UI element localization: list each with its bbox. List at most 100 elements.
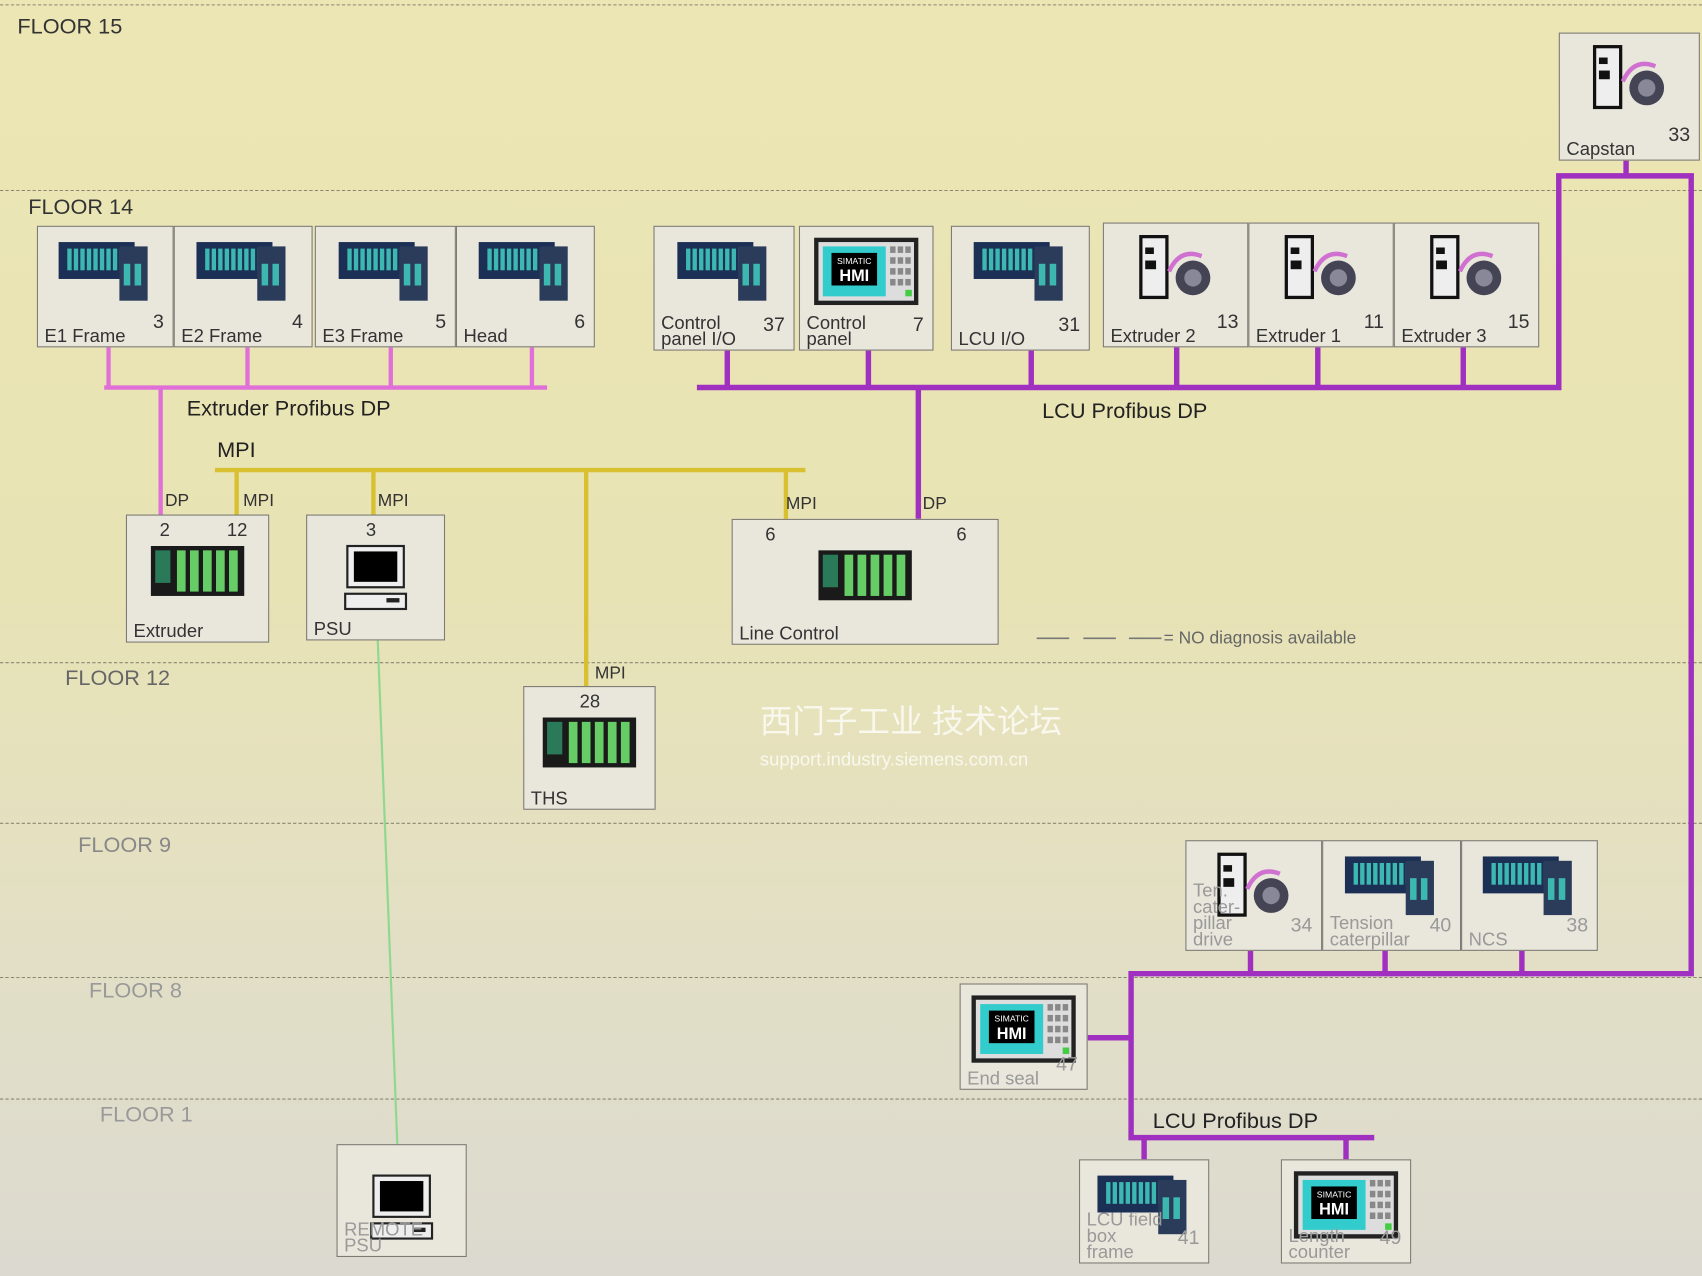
device-address: 31 [1058, 313, 1081, 336]
pc-icon [341, 544, 410, 619]
svg-text:HMI: HMI [1319, 1201, 1349, 1219]
node-address: 2 [159, 519, 170, 541]
device-name: Length counter [1288, 1225, 1351, 1263]
drive-icon [1586, 42, 1673, 117]
device-name: Ten. cater- pillar drive [1192, 880, 1241, 950]
device-address: 15 [1507, 310, 1530, 333]
device-name: E2 Frame [181, 325, 263, 347]
svg-text:HMI: HMI [839, 267, 869, 285]
device-address: 4 [291, 310, 303, 333]
device-node[interactable]: Extruder 1 11 [1248, 222, 1394, 348]
device-address: 38 [1566, 913, 1589, 936]
dp-port-label: DP [164, 491, 190, 511]
plc-s7-icon [541, 715, 639, 775]
device-name: Extruder 2 [1110, 325, 1196, 347]
hmi-panel-icon: SIMATIC HMI [1292, 1169, 1401, 1246]
drive-icon [1278, 232, 1365, 307]
floor-14-label: FLOOR 14 [28, 195, 134, 220]
svg-text:SIMATIC: SIMATIC [1317, 1189, 1352, 1199]
mpi-port-label: MPI [785, 494, 817, 514]
device-name: NCS [1468, 929, 1508, 950]
device-address: 3 [153, 310, 164, 333]
node-address: 6 [956, 524, 967, 545]
device-address: 49 [1379, 1226, 1402, 1249]
io-rack-icon [337, 236, 435, 311]
svg-text:SIMATIC: SIMATIC [994, 1013, 1029, 1023]
floor-9-label: FLOOR 9 [78, 833, 172, 858]
io-rack-icon [1095, 1169, 1193, 1244]
device-address: 37 [763, 313, 785, 336]
extruder-profibus-label: Extruder Profibus DP [186, 397, 391, 422]
device-name: LCU I/O [958, 328, 1026, 350]
device-address: 13 [1216, 310, 1239, 333]
floor-1-label: FLOOR 1 [99, 1102, 193, 1127]
floor-15-label: FLOOR 15 [17, 15, 123, 40]
lcu-profibus-label-2: LCU Profibus DP [1152, 1109, 1319, 1134]
device-node[interactable]: NCS 38 [1461, 840, 1598, 951]
device-node[interactable]: LCU field box frame 41 [1078, 1159, 1210, 1264]
mpi-label: MPI [217, 438, 256, 463]
device-address: 6 [574, 310, 586, 333]
mpi-port-label: MPI [594, 664, 626, 683]
node-address: 3 [365, 519, 377, 541]
drive-icon [1423, 232, 1510, 307]
device-name: Extruder 1 [1255, 325, 1342, 347]
device-node[interactable]: LCU I/O 31 [950, 225, 1090, 351]
io-rack-icon [194, 236, 292, 311]
floor-divider [0, 976, 1702, 979]
device-node[interactable]: SIMATIC HMI Length counter 49 [1280, 1159, 1412, 1264]
pc-icon [367, 1173, 436, 1248]
mpi-port-label: MPI [377, 491, 409, 511]
device-node[interactable]: REMOTE PSU [336, 1144, 467, 1258]
floor-12-label: FLOOR 12 [65, 666, 171, 691]
device-name: REMOTE PSU [344, 1219, 424, 1256]
plc-s7-icon [816, 548, 914, 608]
io-rack-icon [972, 236, 1070, 311]
io-rack-icon [477, 236, 575, 311]
legend-text: = NO diagnosis available [1163, 629, 1357, 649]
device-address: 33 [1668, 123, 1691, 146]
io-rack-icon [1481, 850, 1579, 925]
extruder-profibus-line [104, 347, 548, 515]
device-name: E3 Frame [322, 325, 404, 347]
io-rack-icon [675, 236, 773, 311]
device-name: LCU field box frame [1086, 1209, 1163, 1263]
device-node[interactable]: Extruder 2 13 [1102, 222, 1249, 348]
device-name: Control panel [806, 312, 867, 350]
device-node[interactable]: Extruder 3 15 [1393, 222, 1540, 348]
floor-divider [0, 189, 1702, 192]
plc-s7-icon [149, 544, 247, 604]
device-node[interactable]: E2 Frame 4 [173, 225, 313, 348]
node-address: 6 [765, 524, 776, 545]
device-name: Extruder 3 [1401, 325, 1487, 347]
svg-text:SIMATIC: SIMATIC [837, 256, 872, 266]
floor-divider [0, 822, 1702, 824]
device-address: 11 [1363, 310, 1385, 333]
io-rack-icon [1343, 850, 1441, 925]
node-address: 12 [226, 519, 248, 541]
watermark: 西门子工业 技术论坛 [759, 704, 1062, 741]
psu-link-line [376, 640, 399, 1145]
lcu-profibus-line [696, 160, 1694, 1160]
device-address: 41 [1177, 1226, 1200, 1249]
device-name: Tension caterpillar [1329, 912, 1410, 950]
node-address: 28 [579, 691, 601, 713]
